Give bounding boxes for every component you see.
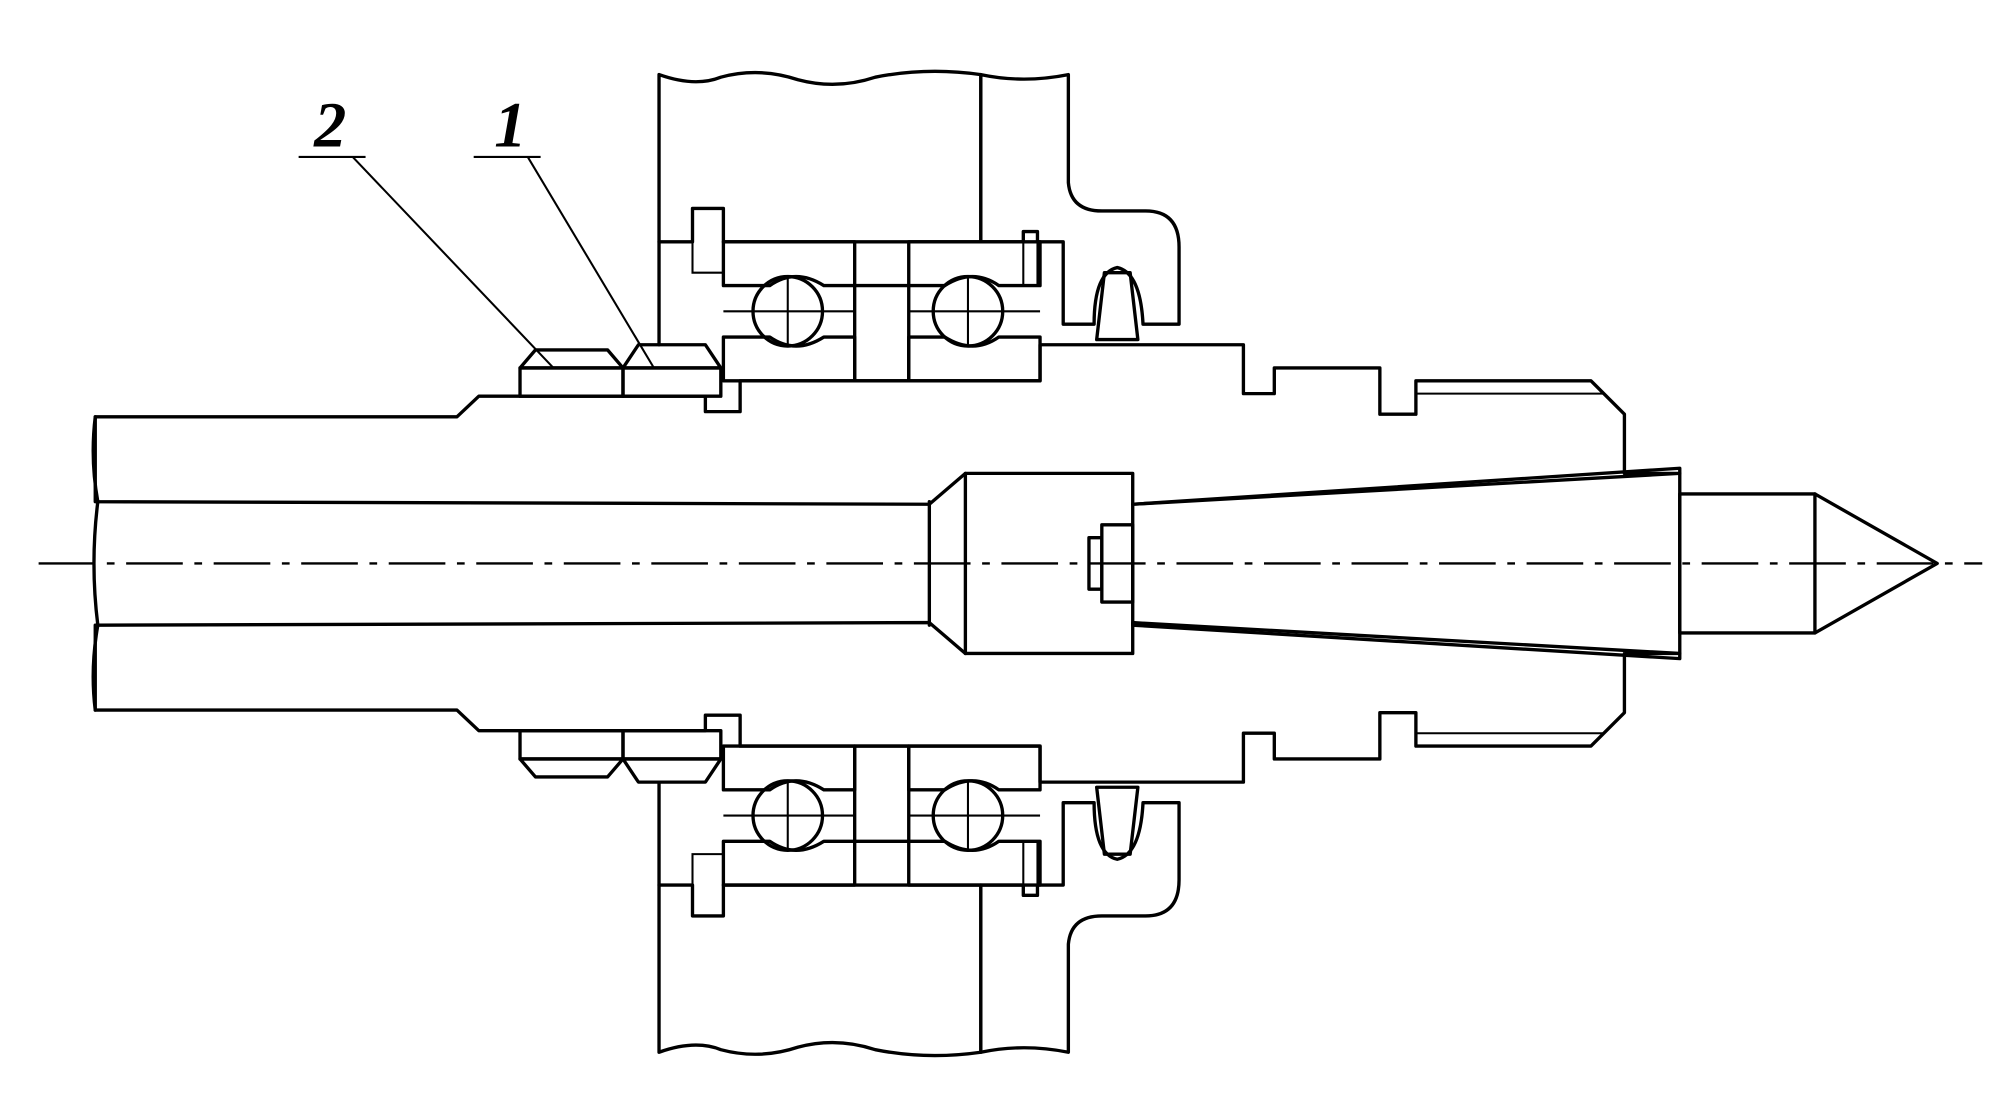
seal-top [1095,271,1140,342]
nut-1-top [621,343,723,398]
callout-1-label: 1 [494,90,526,161]
nut-2-top [518,348,625,398]
callout-2: 2 [298,90,555,369]
bearing-right-top [907,240,1042,383]
spacer-top [853,240,911,383]
bearing-left-bottom [721,744,857,887]
nut-2-bottom [518,728,625,779]
spacer-bottom [853,744,911,887]
bearing-right-bottom [907,744,1042,887]
callout-2-label: 2 [313,90,346,161]
bearing-left-top [721,240,857,383]
nut-1-bottom [621,728,723,784]
housing-bottom [657,801,1181,1058]
callout-1: 1 [473,90,655,369]
seal-bottom [1095,785,1140,856]
